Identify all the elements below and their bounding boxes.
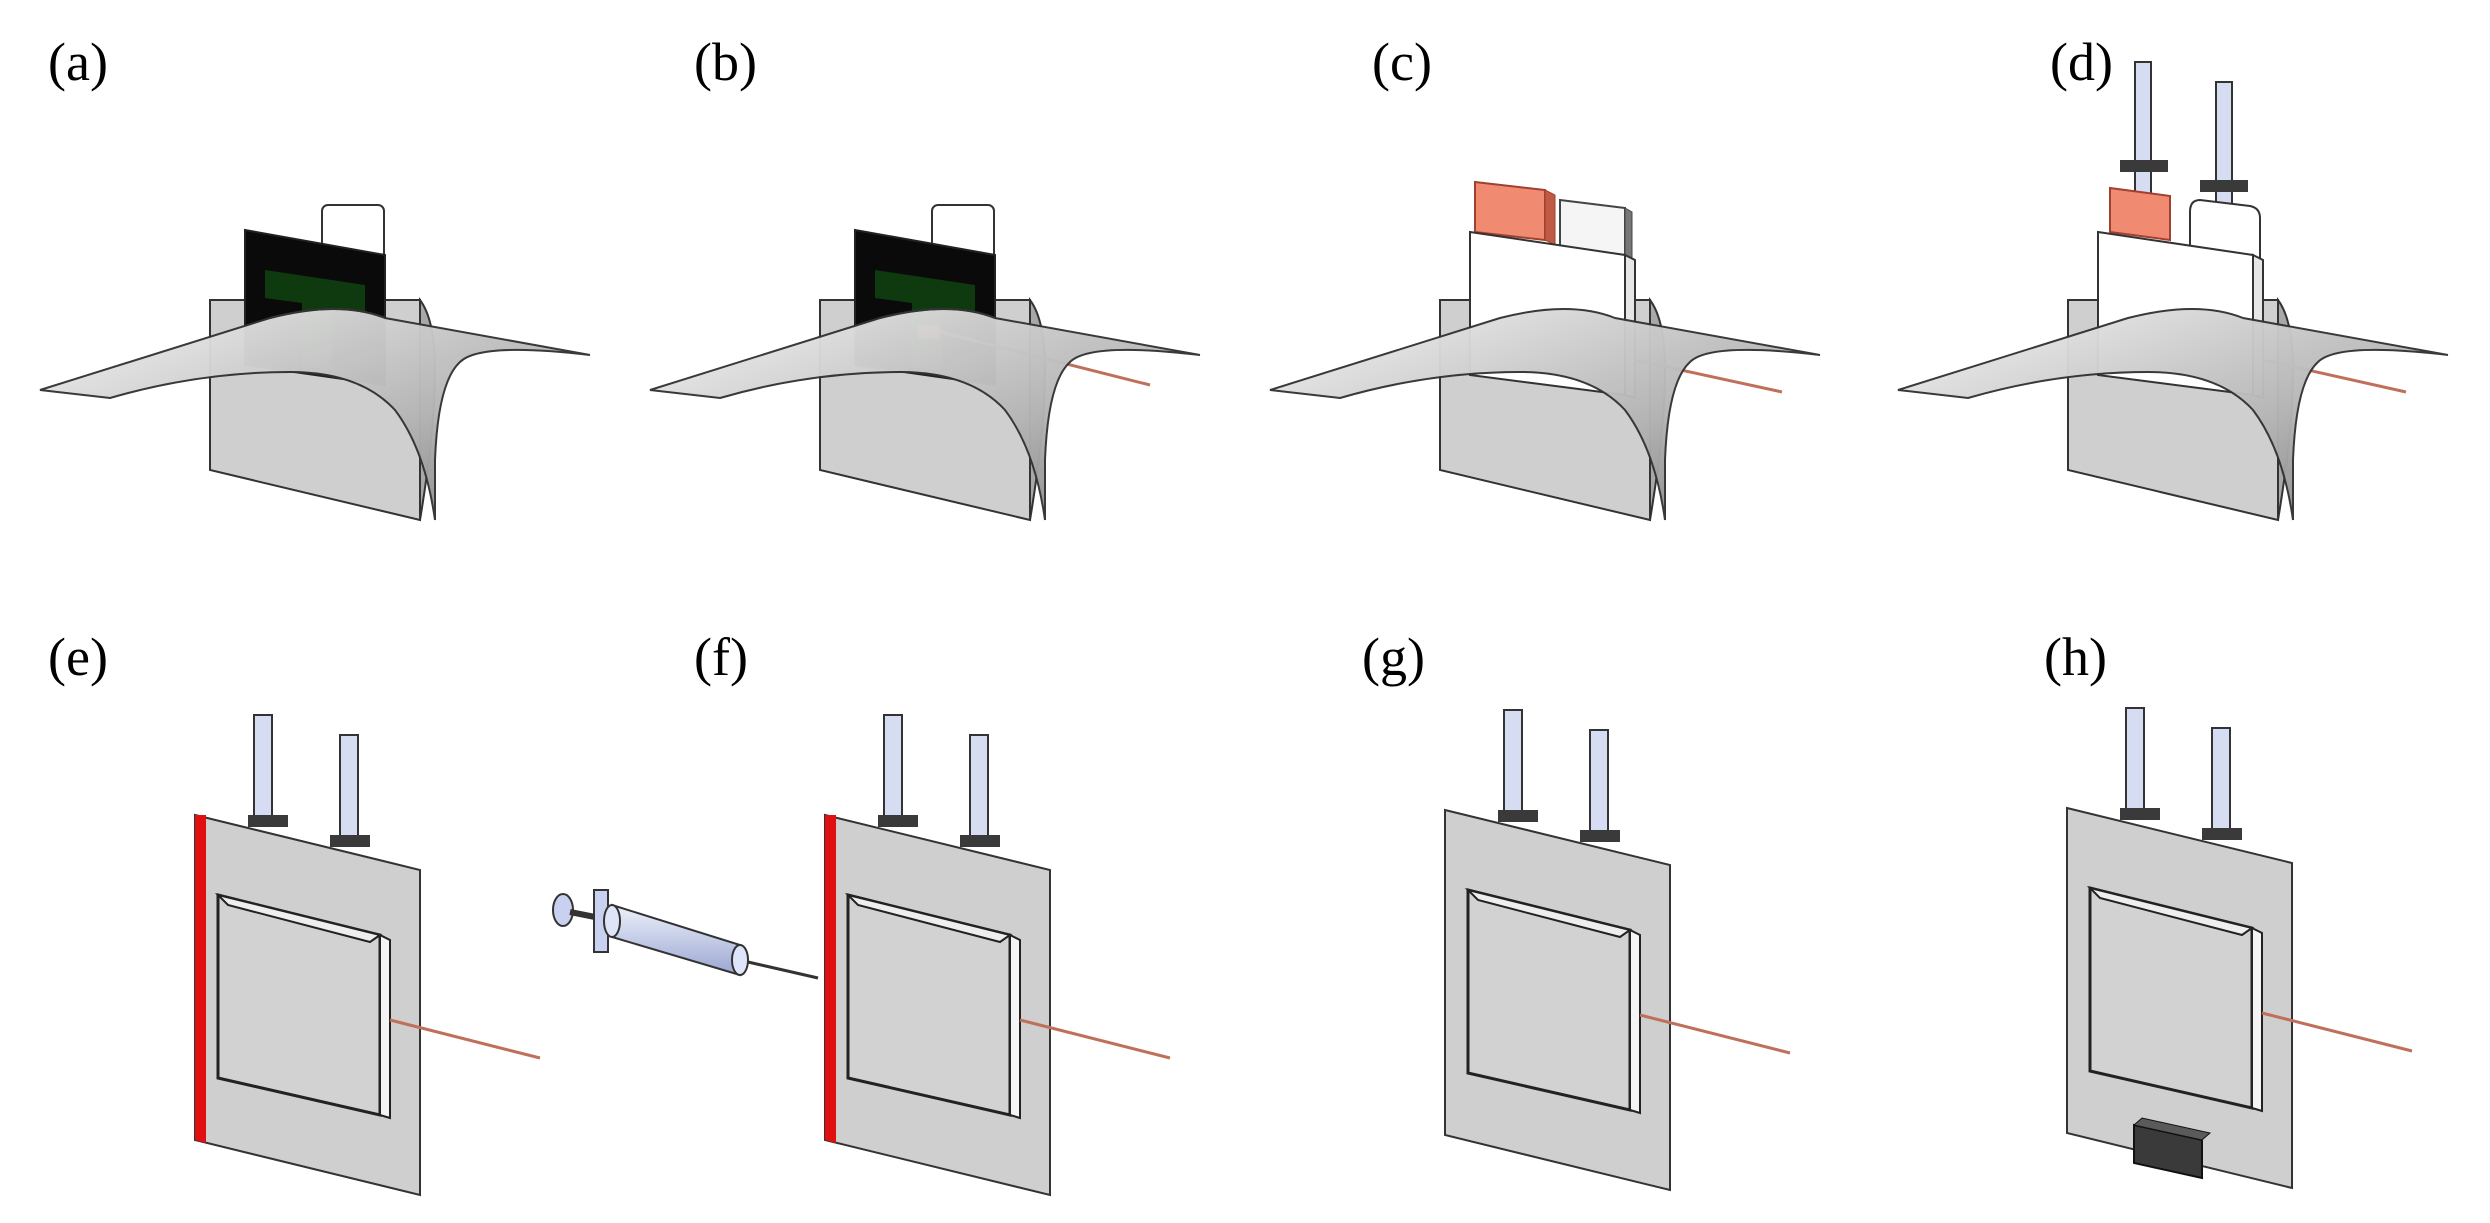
- panel-label-d: (d): [2050, 32, 2113, 92]
- unsealed-edge: [825, 815, 836, 1143]
- tab-lead-2: [969, 734, 989, 846]
- tab-lead-2: [2211, 727, 2231, 839]
- sensor-wire: [389, 1018, 541, 1060]
- panel-g-fully-sealed-cell: [1444, 709, 1791, 1192]
- panel-label-a: (a): [48, 32, 108, 92]
- sensor-wire: [1639, 1013, 1791, 1055]
- tab-lead-2: [1589, 729, 1609, 841]
- panel-label-e: (e): [48, 627, 108, 687]
- panel-h-cell-with-sensor-block: [2066, 707, 2413, 1190]
- panel-f-electrolyte-injection: [824, 714, 1171, 1197]
- panel-label-h: (h): [2044, 627, 2107, 687]
- unsealed-edge: [195, 815, 206, 1143]
- sensor-wire: [2261, 1011, 2413, 1053]
- tab-lead-1: [2125, 707, 2145, 819]
- tab-lead-1: [2134, 61, 2152, 213]
- tab-sealant-2: [2200, 180, 2248, 192]
- panel-a-folded-foil-with-electrode: [39, 204, 591, 522]
- panel-label-g: (g): [1362, 627, 1425, 687]
- panel-d-tabs-welded: [1897, 61, 2449, 522]
- sensor-wire: [1019, 1018, 1171, 1060]
- panel-label-f: (f): [694, 627, 748, 687]
- panel-b-electrode-with-sensor: [649, 204, 1201, 522]
- tab-lead-1: [253, 714, 273, 826]
- syringe-plunger-head: [552, 893, 574, 927]
- copper-tab-stack: [1474, 180, 1546, 242]
- aluminum-tab: [2189, 198, 2261, 264]
- panel-e-sealed-pouch-with-open-side: [194, 714, 541, 1197]
- tab-lead-2: [339, 734, 359, 846]
- panel-label-c: (c): [1372, 32, 1432, 92]
- panel-label-b: (b): [694, 32, 757, 92]
- panel-c-stacked-cell: [1269, 180, 1821, 522]
- copper-tab: [2109, 186, 2171, 242]
- syringe-barrel: [611, 903, 741, 977]
- tab-lead-1: [883, 714, 903, 826]
- tab-lead-1: [1503, 709, 1523, 821]
- syringe: [552, 889, 819, 980]
- tab-sealant-1: [2120, 160, 2168, 172]
- syringe-needle: [747, 960, 819, 980]
